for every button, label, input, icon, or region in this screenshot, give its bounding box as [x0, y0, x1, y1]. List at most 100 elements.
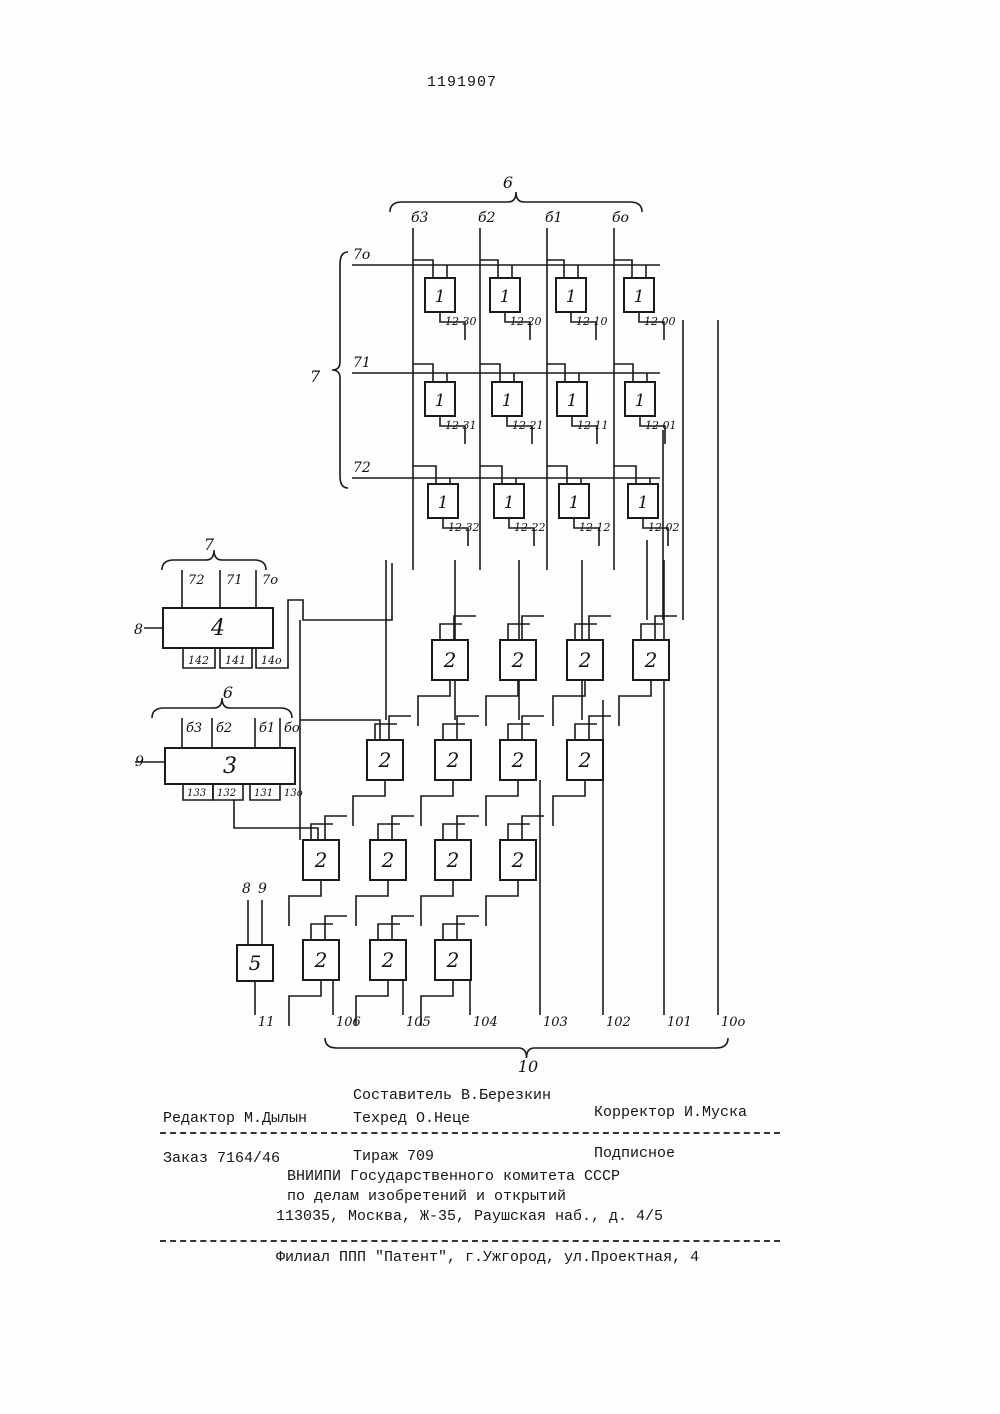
wire [443, 924, 465, 940]
wire [325, 916, 347, 940]
reg4-bottom-label-2: 14о [261, 654, 282, 667]
wire [421, 880, 453, 926]
reg3-bottom-label-2: 131 [254, 788, 273, 799]
output-label-2: 104 [473, 1015, 498, 1030]
adder-r2-c3-label: 2 [511, 848, 525, 872]
wire [614, 466, 636, 484]
product-label-r1-c1: 12 21 [512, 419, 544, 432]
output-label-0: 106 [336, 1015, 361, 1030]
product-label-r1-c2: 12 11 [577, 419, 609, 432]
wire [392, 916, 414, 940]
wire [589, 616, 611, 640]
wire [480, 260, 498, 278]
wire [440, 624, 462, 640]
wire [641, 624, 663, 640]
and-gate-r2-c1-label: 1 [504, 493, 515, 513]
compiler-line: Составитель В.Березкин [353, 1087, 551, 1105]
bus6-group-label: 6 [503, 173, 513, 192]
adder-r1-c3-label: 2 [578, 748, 592, 772]
wire [655, 616, 677, 640]
bus6-brace [390, 192, 642, 212]
wire [311, 824, 333, 840]
bus10-brace [325, 1038, 728, 1058]
editor-line: Редактор М.Дылын [163, 1110, 307, 1128]
wire [300, 720, 380, 740]
product-label-r1-c0: 12 31 [445, 419, 477, 432]
adder-r0-c1-label: 2 [511, 648, 525, 672]
adder-r1-c0-label: 2 [378, 748, 392, 772]
register-4-label: 4 [210, 616, 225, 641]
wire [392, 816, 414, 840]
reg4-out-label-2: 7о [262, 573, 278, 588]
wire [486, 680, 518, 726]
and-gate-r1-c2-label: 1 [567, 391, 578, 411]
adder-r2-c0-label: 2 [314, 848, 328, 872]
wire [614, 260, 632, 278]
wire [289, 980, 321, 1026]
adder-r0-c0-label: 2 [443, 648, 457, 672]
wire [486, 780, 518, 826]
wire [311, 924, 333, 940]
reg4-out-label-1: 71 [226, 573, 243, 588]
wire [421, 780, 453, 826]
wire [480, 466, 502, 484]
adder-r0-c3-label: 2 [644, 648, 658, 672]
reg3-group-label: 6 [223, 683, 233, 702]
wire [457, 816, 479, 840]
bus7-line-label-1: 71 [353, 355, 371, 371]
wire [486, 880, 518, 926]
product-label-r2-c0: 12 32 [448, 521, 480, 534]
and-gate-r2-c2-label: 1 [569, 493, 580, 513]
branch-line: Филиал ППП "Патент", г.Ужгород, ул.Проек… [276, 1249, 699, 1267]
circuit-diagram: 6б3б2б1бо77о7172112 30112 20112 10112 00… [0, 0, 1000, 1100]
wire [378, 924, 400, 940]
reg3-out-label-1: б2 [216, 721, 232, 736]
reg4-bottom-label-1: 141 [225, 654, 246, 667]
wire [288, 563, 392, 648]
wire [553, 680, 585, 726]
adder-r2-c2-label: 2 [446, 848, 460, 872]
reg4-group-label: 7 [204, 535, 215, 554]
output-label-3: 103 [543, 1015, 568, 1030]
reg3-input-label: 9 [135, 754, 144, 770]
block-5-label: 5 [249, 951, 262, 975]
wire [553, 780, 585, 826]
wire [389, 716, 411, 740]
adder-r3-c0-label: 2 [314, 948, 328, 972]
product-label-r0-c2: 12 10 [576, 315, 608, 328]
wire [575, 724, 597, 740]
output-label-1: 105 [406, 1015, 431, 1030]
subscription-line: Подписное [594, 1145, 675, 1163]
product-label-r1-c3: 12 01 [645, 419, 677, 432]
product-label-r0-c3: 12 00 [644, 315, 676, 328]
wire [289, 880, 321, 926]
wire [413, 260, 433, 278]
wire [325, 816, 347, 840]
bus10-group-label: 10 [518, 1057, 538, 1076]
and-gate-r1-c1-label: 1 [502, 391, 513, 411]
wire [589, 716, 611, 740]
bus6-line-label-3: бо [612, 210, 629, 226]
bus7-group-label: 7 [310, 367, 321, 386]
corrector-line: Корректор И.Муска [594, 1104, 747, 1122]
and-gate-r0-c3-label: 1 [634, 287, 645, 307]
wire [418, 680, 450, 726]
product-label-r0-c0: 12 30 [445, 315, 477, 328]
and-gate-r2-c3-label: 1 [638, 493, 649, 513]
bus7-line-label-0: 7о [353, 247, 370, 263]
wire [508, 724, 530, 740]
reg3-out-label-0: б3 [186, 721, 202, 736]
output-label-5: 101 [667, 1015, 692, 1030]
divider-bottom [160, 1240, 780, 1242]
adder-r2-c1-label: 2 [381, 848, 395, 872]
wire [457, 916, 479, 940]
and-gate-r0-c1-label: 1 [500, 287, 511, 307]
output-label-6: 10о [721, 1015, 746, 1030]
register-3-label: 3 [223, 754, 237, 779]
order-line: Заказ 7164/46 [163, 1150, 280, 1168]
bus6-line-label-2: б1 [545, 210, 562, 226]
reg3-bottom-label-0: 133 [187, 788, 206, 799]
output-label-4: 102 [606, 1015, 631, 1030]
wire [413, 466, 436, 484]
adder-r3-c2-label: 2 [446, 948, 460, 972]
